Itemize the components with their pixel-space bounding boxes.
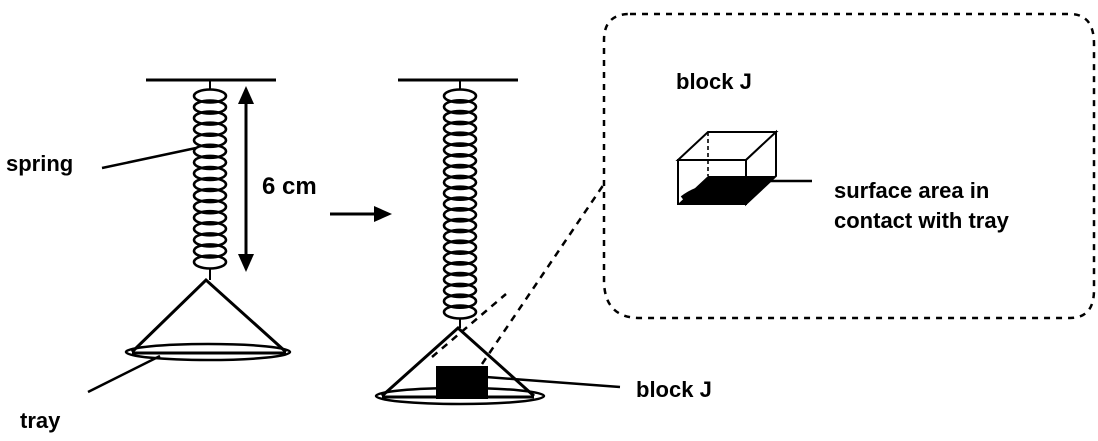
- spring-coil: [192, 187, 228, 204]
- spring-coil: [442, 228, 478, 245]
- left-setup: [87, 78, 292, 394]
- spring-coil: [442, 120, 478, 137]
- spring-coil: [192, 209, 228, 226]
- spring-coil: [442, 99, 478, 115]
- length-label: 6 cm: [262, 173, 317, 200]
- inset-callout: [602, 12, 1096, 320]
- spring-coil: [442, 260, 478, 277]
- spring-coil: [442, 88, 478, 104]
- spring-coil: [442, 174, 478, 191]
- spring-label: spring: [6, 151, 73, 176]
- spring-coil: [192, 165, 228, 182]
- spring-coil: [442, 142, 478, 158]
- zoom-line-lower: [480, 183, 606, 365]
- spring-coil: [442, 282, 478, 299]
- spring-coil: [442, 250, 478, 266]
- surface-label-line1: surface area in: [834, 178, 989, 203]
- middle-setup: [374, 78, 621, 406]
- tray-pointer-line: [87, 354, 161, 394]
- spring-coil: [442, 185, 478, 201]
- transition-arrow: [330, 206, 392, 222]
- spring-coil: [192, 176, 228, 193]
- spring-coil: [192, 243, 228, 259]
- left-spring: [192, 88, 228, 270]
- length-arrow: [238, 86, 254, 272]
- spring-coil: [442, 207, 478, 223]
- left-tray-strings: [130, 277, 288, 354]
- spring-coil: [442, 153, 478, 169]
- spring-coil: [442, 217, 478, 234]
- block-j-3d: [675, 129, 779, 207]
- tray-label: tray: [20, 408, 61, 433]
- spring-coil: [442, 239, 478, 255]
- spring-coil: [192, 132, 228, 149]
- block-j-inset-label: block J: [676, 69, 752, 94]
- spring-coil: [442, 163, 478, 180]
- spring-coil: [192, 99, 228, 115]
- block-j-label: block J: [636, 377, 712, 402]
- spring-coil: [192, 154, 228, 171]
- spring-coil: [192, 88, 228, 104]
- inset-dashed-border: [602, 12, 1096, 320]
- spring-coil: [192, 221, 228, 237]
- middle-tray-strings: [380, 325, 536, 398]
- spring-coil: [192, 143, 228, 160]
- spring-coil: [442, 131, 478, 147]
- spring-coil: [442, 109, 478, 126]
- zoom-line-upper: [431, 293, 507, 358]
- spring-coil: [192, 121, 228, 137]
- spring-coil: [192, 198, 228, 215]
- spring-coil: [442, 271, 478, 288]
- spring-pointer-line: [101, 146, 197, 170]
- block-pointer-line: [485, 375, 621, 389]
- spring-coil: [442, 196, 478, 212]
- spring-coil: [442, 293, 478, 310]
- spring-coil: [192, 232, 228, 248]
- surface-label-line2: contact with tray: [834, 208, 1010, 233]
- middle-spring: [442, 88, 478, 320]
- spring-coil: [192, 110, 228, 126]
- block-j-on-tray: [436, 366, 488, 399]
- left-tray: [124, 342, 292, 362]
